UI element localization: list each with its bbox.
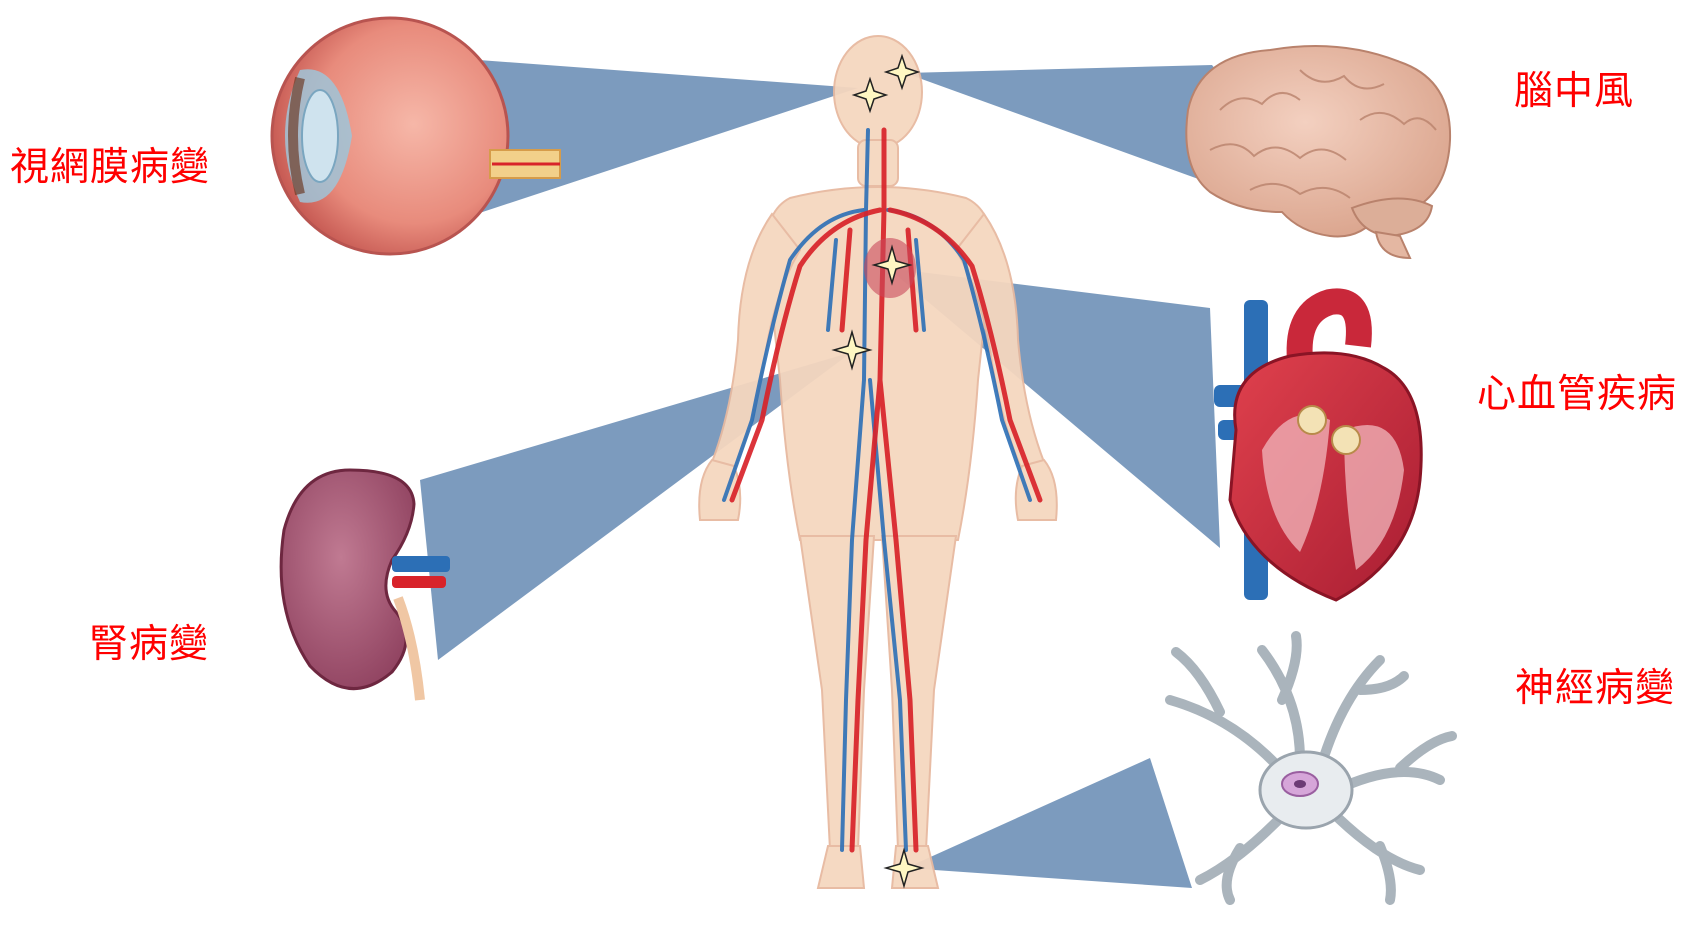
- label-neuropathy: 神經病變: [1515, 667, 1675, 711]
- beam-neuron: [906, 758, 1192, 888]
- label-retinopathy: 視網膜病變: [10, 146, 210, 190]
- body-foot-left: [818, 846, 864, 888]
- heart-icon: [1214, 300, 1421, 600]
- body-leg-right: [882, 536, 956, 850]
- brain-icon: [1186, 46, 1450, 258]
- label-nephropathy: 腎病變: [89, 623, 209, 667]
- label-stroke: 腦中風: [1514, 70, 1634, 114]
- label-cardiovascular-disease: 心血管疾病: [1477, 373, 1677, 417]
- human-body: [699, 36, 1057, 888]
- body-neck: [858, 140, 898, 186]
- neuron-icon: [1170, 636, 1452, 900]
